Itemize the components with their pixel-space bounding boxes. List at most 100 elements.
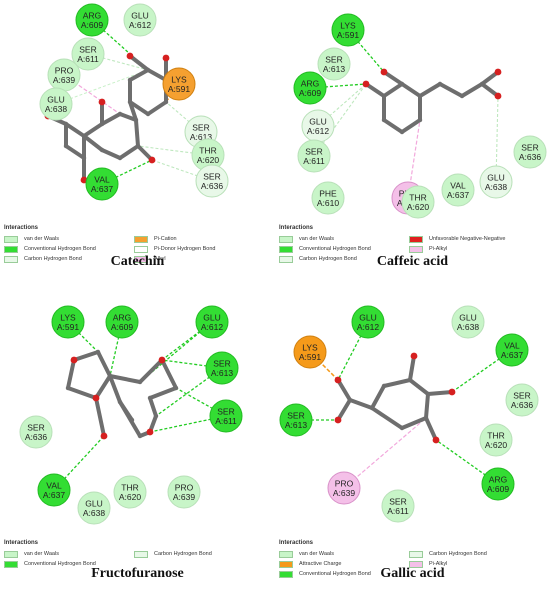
ligand-bond xyxy=(382,378,412,388)
residue-position: A:613 xyxy=(285,420,307,430)
legend-label: van der Waals xyxy=(24,236,59,242)
legend-swatch xyxy=(4,245,18,253)
ligand-bond xyxy=(370,384,386,410)
ligand-atom xyxy=(117,399,123,405)
residue-position: A:613 xyxy=(211,368,233,378)
ligand-atom xyxy=(417,93,423,99)
legend-item: Carbon Hydrogen Bond xyxy=(409,549,539,559)
legend-title: Interactions xyxy=(4,540,39,546)
ligand-bond xyxy=(400,118,422,134)
residue-disc xyxy=(205,351,239,385)
ligand-atom xyxy=(334,416,342,424)
residue-position: A:609 xyxy=(299,88,321,98)
ligand-atom xyxy=(145,111,151,117)
residue-name: THR xyxy=(121,483,138,493)
ligand-atom xyxy=(479,81,485,87)
ligand-atom xyxy=(127,77,133,83)
legend-swatch xyxy=(409,560,423,568)
ligand-atom xyxy=(129,417,135,423)
ligand-bond xyxy=(382,70,404,86)
residue-position: A:611 xyxy=(215,416,237,426)
legend-item: Carbon Hydrogen Bond xyxy=(134,549,264,559)
ligand-bond xyxy=(370,406,404,430)
legend-swatch xyxy=(4,235,18,243)
residue-name: SER xyxy=(217,407,234,417)
residue-name: VAL xyxy=(46,481,62,491)
ligand-atom xyxy=(369,405,375,411)
ligand-atom xyxy=(107,373,113,379)
residue-position: A:609 xyxy=(81,20,103,30)
residue-disc xyxy=(123,3,157,37)
residue-position: A:612 xyxy=(129,20,151,30)
ligand-atom xyxy=(70,356,78,364)
residue-position: A:610 xyxy=(317,198,339,208)
legend-label: Conventional Hydrogen Bond xyxy=(299,246,371,252)
legend-item: Pi-Alkyl xyxy=(409,559,539,569)
panel-caption: Fructofuranose xyxy=(91,566,184,581)
ligand-bond xyxy=(72,350,100,362)
ligand-atom xyxy=(437,81,443,87)
residue-position: A:639 xyxy=(173,492,195,502)
legend-swatch xyxy=(279,550,293,558)
ligand-atom xyxy=(95,349,101,355)
legend-swatch xyxy=(409,245,423,253)
ligand-bond xyxy=(118,400,142,438)
residue-name: LYS xyxy=(171,75,187,85)
ligand-bond xyxy=(460,82,484,98)
ligand-atom xyxy=(63,143,69,149)
residue-disc xyxy=(113,475,147,509)
residue-name: GLU xyxy=(359,313,376,323)
residue-name: PRO xyxy=(335,479,354,489)
residue-disc xyxy=(167,475,201,509)
ligand-atom xyxy=(381,93,387,99)
ligand-bond xyxy=(66,358,76,390)
residue-name: PHE xyxy=(319,189,337,199)
ligand-bond xyxy=(134,118,140,148)
residue-name: GLU xyxy=(487,173,504,183)
legend-swatch xyxy=(134,235,148,243)
ligand-bond xyxy=(146,100,168,116)
residue-position: A:638 xyxy=(457,322,479,332)
legend-label: Alkyl xyxy=(154,256,166,262)
residue-position: A:636 xyxy=(519,152,541,162)
ligand-bond xyxy=(66,386,98,400)
residue-position: A:636 xyxy=(511,400,533,410)
residue-disc xyxy=(479,165,513,199)
residue-position: A:612 xyxy=(201,322,223,332)
legend-label: Conventional Hydrogen Bond xyxy=(24,561,96,567)
legend-item: Attractive Charge xyxy=(279,559,409,569)
ligand-atom xyxy=(127,99,133,105)
ligand-bond xyxy=(146,68,168,82)
residue-position: A:591 xyxy=(168,84,190,94)
ligand-bond xyxy=(336,378,352,402)
legend-label: Carbon Hydrogen Bond xyxy=(24,256,82,262)
ligand-bond xyxy=(108,374,122,404)
ligand-bond xyxy=(424,392,430,420)
legend-label: Unfavorable Negative-Negative xyxy=(429,236,506,242)
residue-position: A:620 xyxy=(197,155,219,165)
residue-position: A:613 xyxy=(190,132,212,142)
residue-name: VAL xyxy=(94,175,110,185)
ligand-bond xyxy=(128,68,150,82)
ligand-atom xyxy=(153,413,159,419)
legend-label: Carbon Hydrogen Bond xyxy=(299,256,357,262)
ligand-atom xyxy=(145,67,151,73)
legend-label: Pi-Cation xyxy=(154,236,177,242)
ligand-bond xyxy=(426,390,454,396)
ligand-bond xyxy=(138,358,164,384)
residue-disc xyxy=(513,135,547,169)
